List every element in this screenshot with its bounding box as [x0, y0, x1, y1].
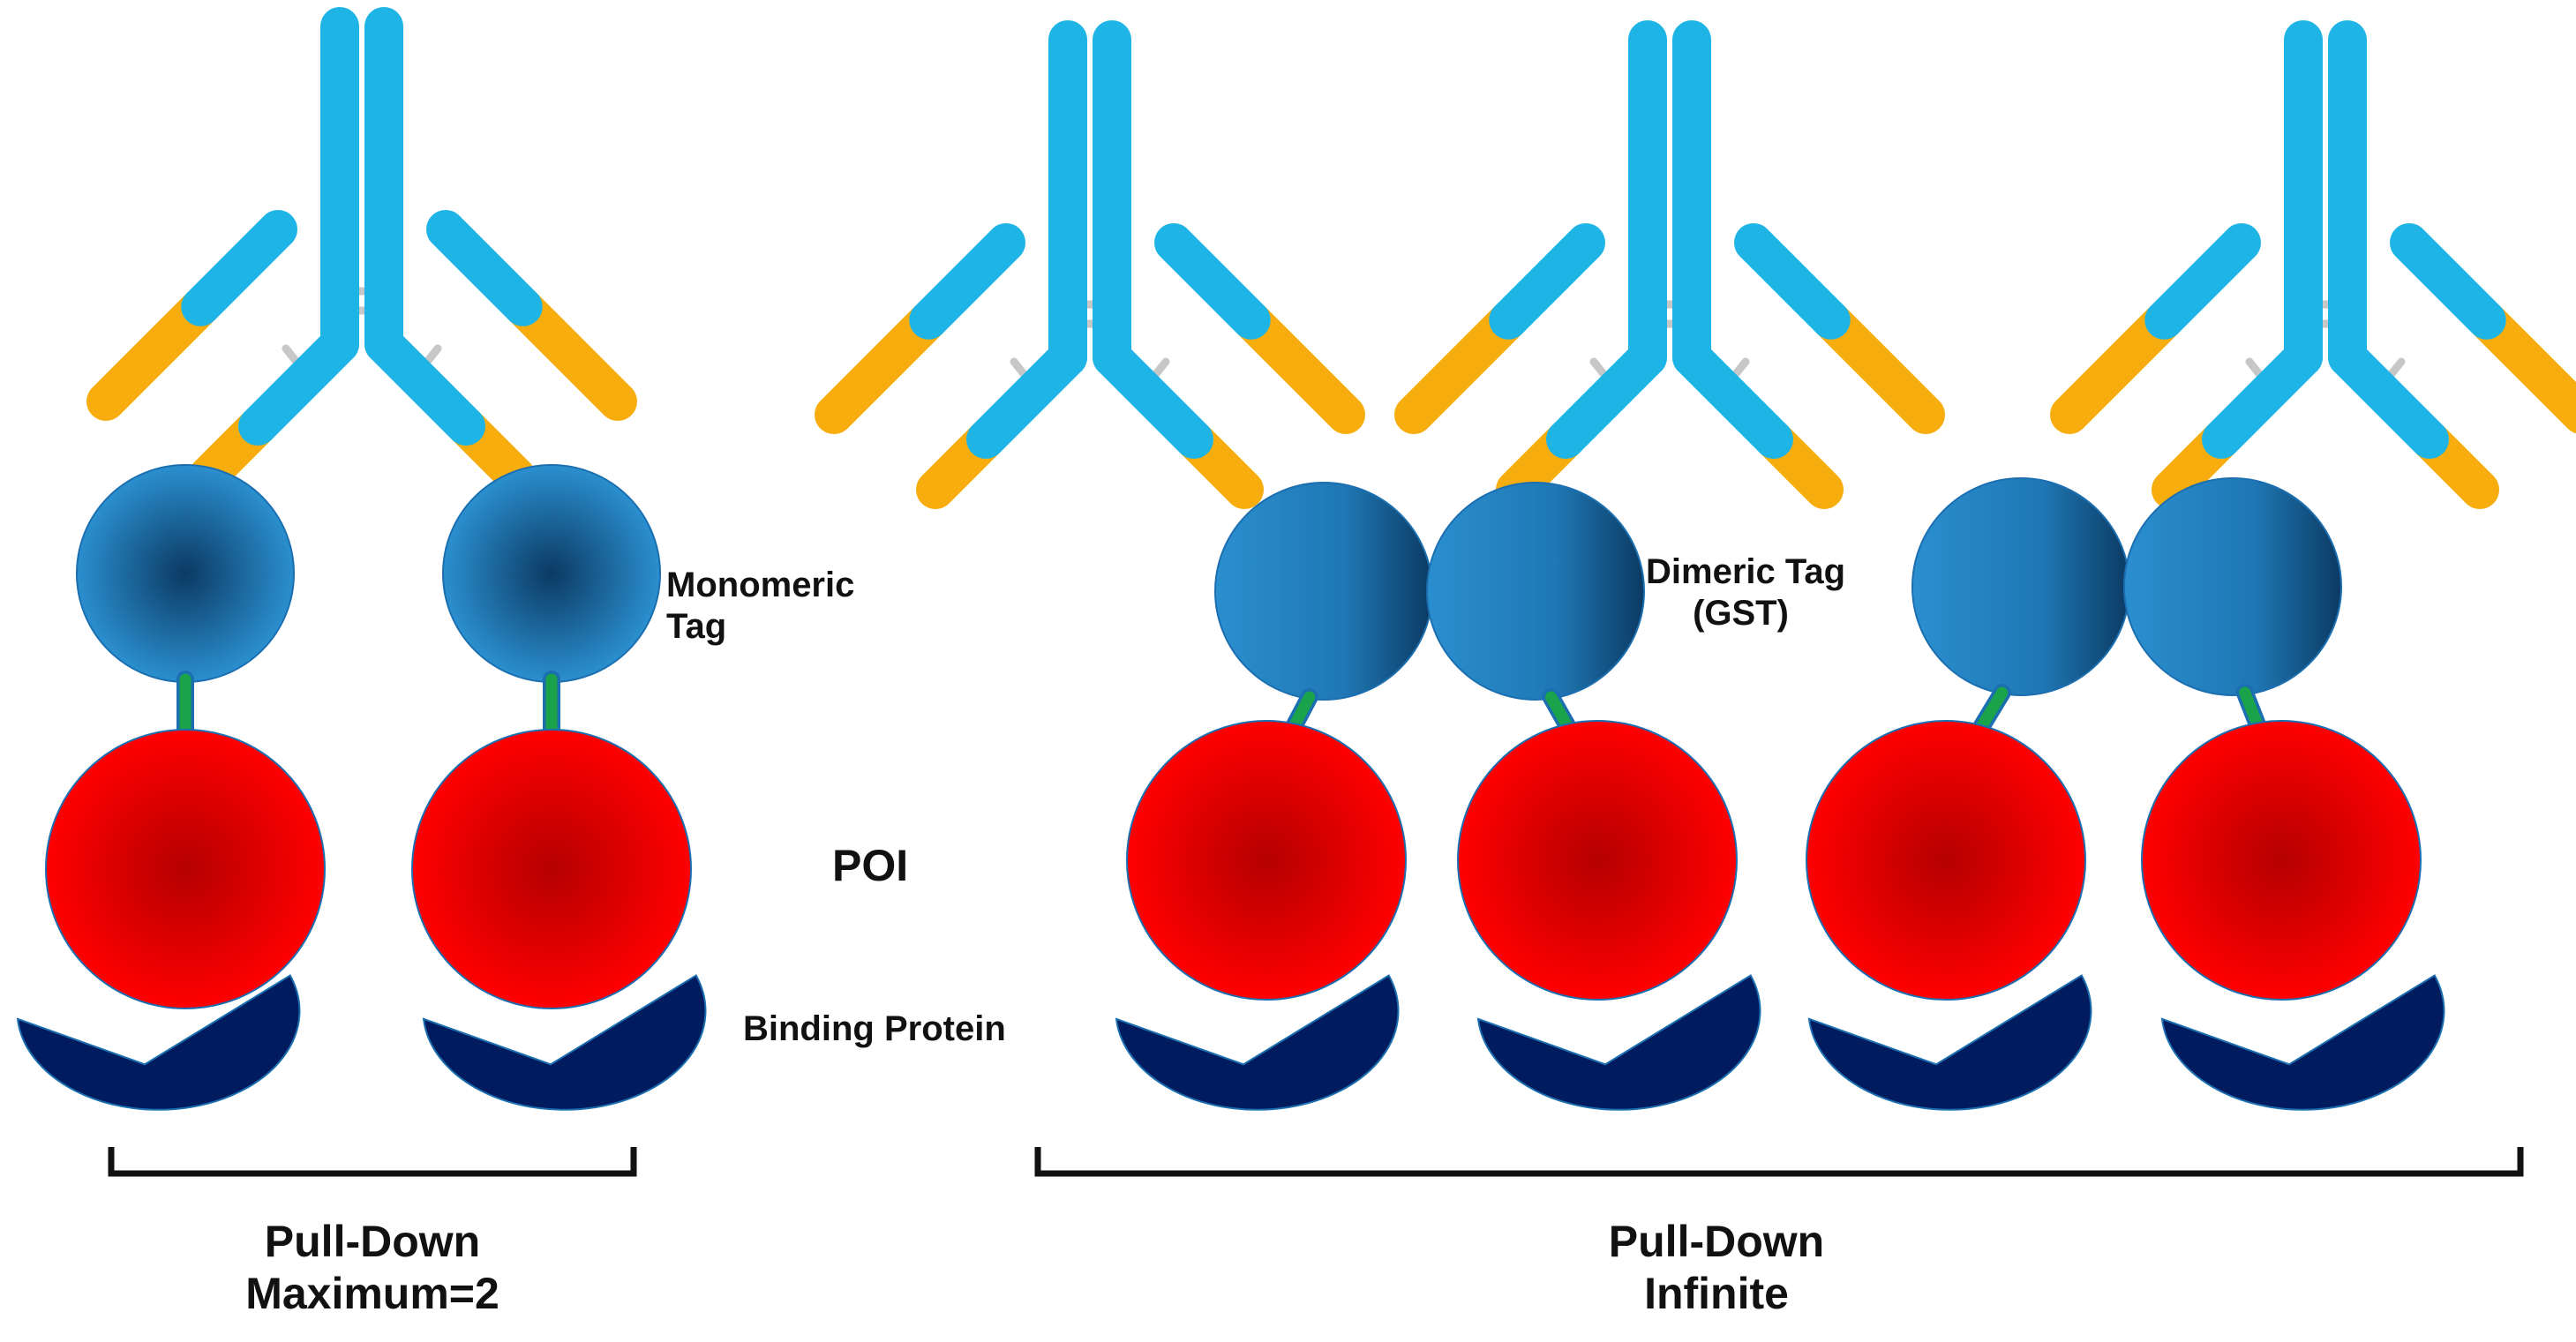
dimeric-tag-label: Dimeric Tag (GST)	[1646, 552, 1845, 634]
heavy-chain-arm	[364, 325, 485, 446]
binding-protein-body	[16, 974, 301, 1111]
binding-protein-body	[1115, 974, 1400, 1111]
antibody	[1394, 20, 1945, 509]
light-chain-variable	[2050, 300, 2184, 434]
antibody	[815, 20, 1365, 509]
binding-protein	[422, 974, 707, 1111]
heavy-chain-arm	[1093, 338, 1213, 459]
light-chain-variable	[815, 300, 949, 434]
heavy-chain-arm	[2202, 338, 2323, 459]
binding-protein	[1476, 974, 1761, 1111]
light-chain-variable	[86, 287, 221, 421]
linker	[1973, 686, 2009, 736]
heavy-chain-arm	[2328, 338, 2449, 459]
heavy-chain-arm	[238, 325, 359, 446]
poi-sphere	[1806, 720, 2086, 1001]
tag-sphere	[2123, 477, 2342, 696]
binding-protein-body	[2160, 974, 2445, 1111]
antibody	[86, 7, 637, 496]
tag-sphere	[76, 464, 295, 683]
poi-sphere	[45, 729, 326, 1009]
pulldown-right-label: Pull-Down Infinite	[1608, 1217, 1825, 1318]
tag-sphere	[1911, 477, 2130, 696]
bracket-right	[1034, 1147, 2524, 1177]
light-chain-constant	[909, 223, 1025, 340]
light-chain-constant	[181, 210, 297, 326]
tag-sphere	[1214, 482, 1433, 701]
poi-sphere	[1126, 720, 1407, 1001]
poi-sphere	[411, 729, 692, 1009]
binding-protein	[1807, 974, 2092, 1111]
monomeric-tag-label: Monomeric Tag	[666, 566, 855, 647]
binding-protein	[2160, 974, 2445, 1111]
light-chain-constant	[1489, 223, 1605, 340]
light-chain-constant	[426, 210, 543, 326]
binding-protein-body	[422, 974, 707, 1111]
poi-sphere	[1457, 720, 1738, 1001]
light-chain-variable	[1231, 300, 1365, 434]
light-chain-constant	[1734, 223, 1851, 340]
binding-protein-label: Binding Protein	[743, 1009, 1006, 1048]
tag-sphere	[1426, 482, 1645, 701]
tag-sphere	[442, 464, 661, 683]
heavy-chain-arm	[1672, 338, 1793, 459]
binding-protein-body	[1807, 974, 2092, 1111]
antibody-group	[86, 7, 2576, 509]
light-chain-variable	[2467, 300, 2576, 434]
poi-sphere	[2141, 720, 2422, 1001]
light-chain-variable	[1811, 300, 1945, 434]
light-chain-constant	[1154, 223, 1271, 340]
binding-protein	[1115, 974, 1400, 1111]
binding-protein	[16, 974, 301, 1111]
poi-group	[45, 720, 2422, 1009]
poi-label: POI	[832, 841, 909, 890]
light-chain-constant	[2390, 223, 2506, 340]
light-chain-constant	[2144, 223, 2261, 340]
tag-group	[76, 464, 2342, 701]
bracket-left	[108, 1147, 637, 1177]
binding-protein-body	[1476, 974, 1761, 1111]
binding-protein-group	[16, 974, 2445, 1111]
light-chain-variable	[503, 287, 637, 421]
pulldown-left-label: Pull-Down Maximum=2	[245, 1217, 499, 1318]
heavy-chain-arm	[966, 338, 1087, 459]
heavy-chain-arm	[1546, 338, 1667, 459]
light-chain-variable	[1394, 300, 1528, 434]
antibody	[2050, 20, 2576, 509]
